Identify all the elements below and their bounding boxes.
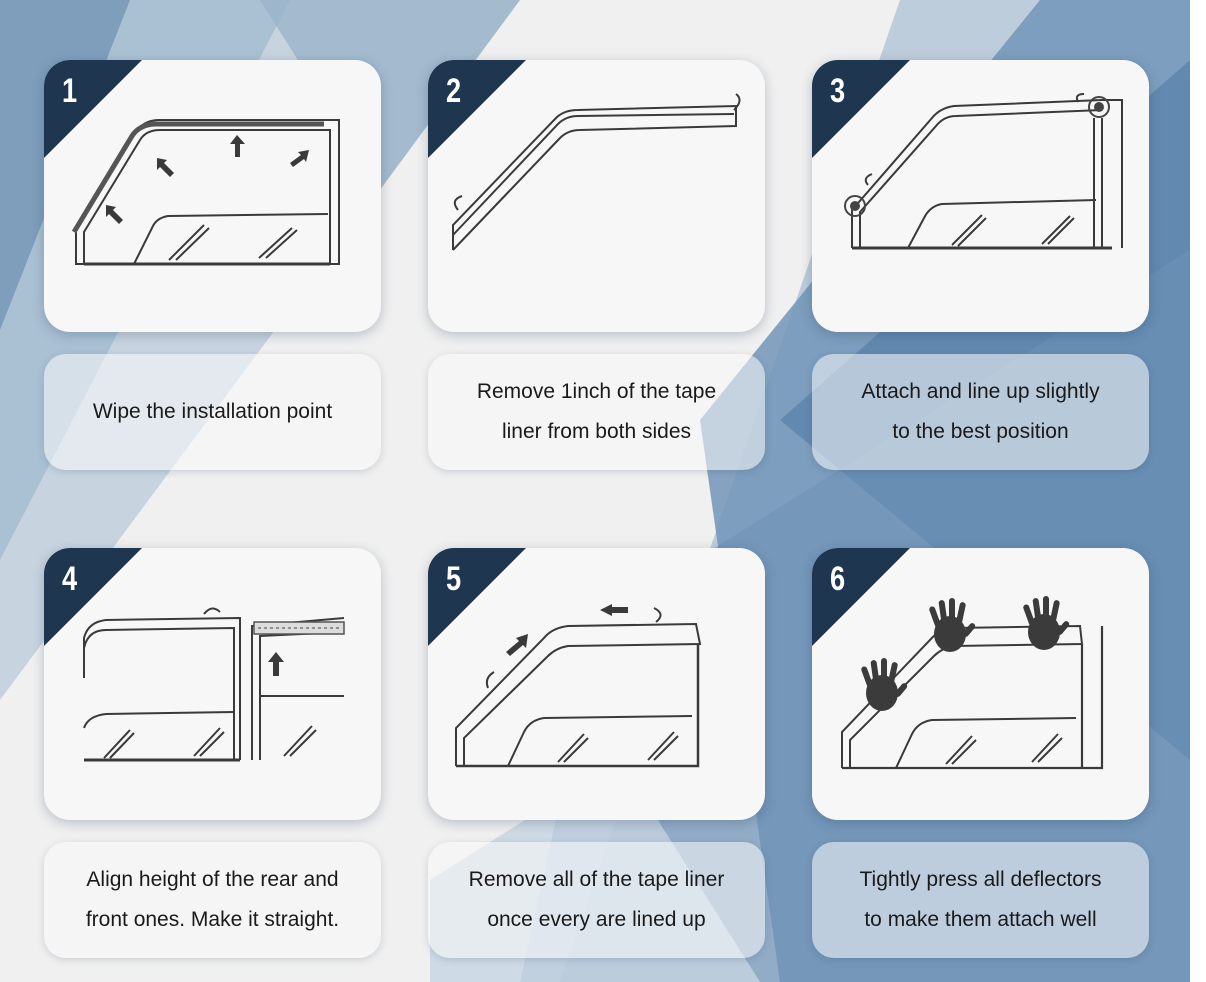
step-4-card: 4 [44, 548, 381, 820]
step-caption-text: Wipe the installation point [92, 400, 333, 423]
step-3-card: 3 [812, 60, 1149, 332]
step-number: 1 [62, 72, 78, 110]
step-6-caption: Tightly press all deflectors to make the… [812, 842, 1149, 958]
step-badge [812, 548, 910, 646]
step-number: 3 [830, 72, 846, 110]
step-caption-text: Remove all of the tape liner once every … [468, 868, 725, 931]
step-badge [44, 548, 142, 646]
step-badge [44, 60, 142, 158]
step-1-card: 1 [44, 60, 381, 332]
step-2-caption: Remove 1inch of the tape liner from both… [428, 354, 765, 470]
step-2-illustration [452, 93, 741, 251]
step-number: 5 [446, 560, 462, 598]
step-caption-text: Attach and line up slightly to the best … [861, 380, 1100, 443]
step-2-card: 2 [428, 60, 765, 332]
step-caption-text: Tightly press all deflectors to make the… [859, 868, 1102, 931]
step-4-caption: Align height of the rear and front ones.… [44, 842, 381, 958]
step-number: 4 [62, 560, 78, 598]
step-3-caption: Attach and line up slightly to the best … [812, 354, 1149, 470]
step-5-card: 5 [428, 548, 765, 820]
step-number: 2 [446, 72, 462, 110]
step-3-illustration [844, 93, 1123, 250]
step-6-card: 6 [812, 548, 1149, 820]
step-badge [428, 548, 526, 646]
step-caption-text: Align height of the rear and front ones.… [85, 868, 340, 931]
step-badge [428, 60, 526, 158]
step-number: 6 [830, 560, 846, 598]
step-badge [812, 60, 910, 158]
step-caption-text: Remove 1inch of the tape liner from both… [476, 380, 717, 443]
step-1-caption: Wipe the installation point [44, 354, 381, 470]
step-6-illustration [841, 596, 1104, 770]
step-5-caption: Remove all of the tape liner once every … [428, 842, 765, 958]
step-1-illustration [71, 119, 340, 266]
